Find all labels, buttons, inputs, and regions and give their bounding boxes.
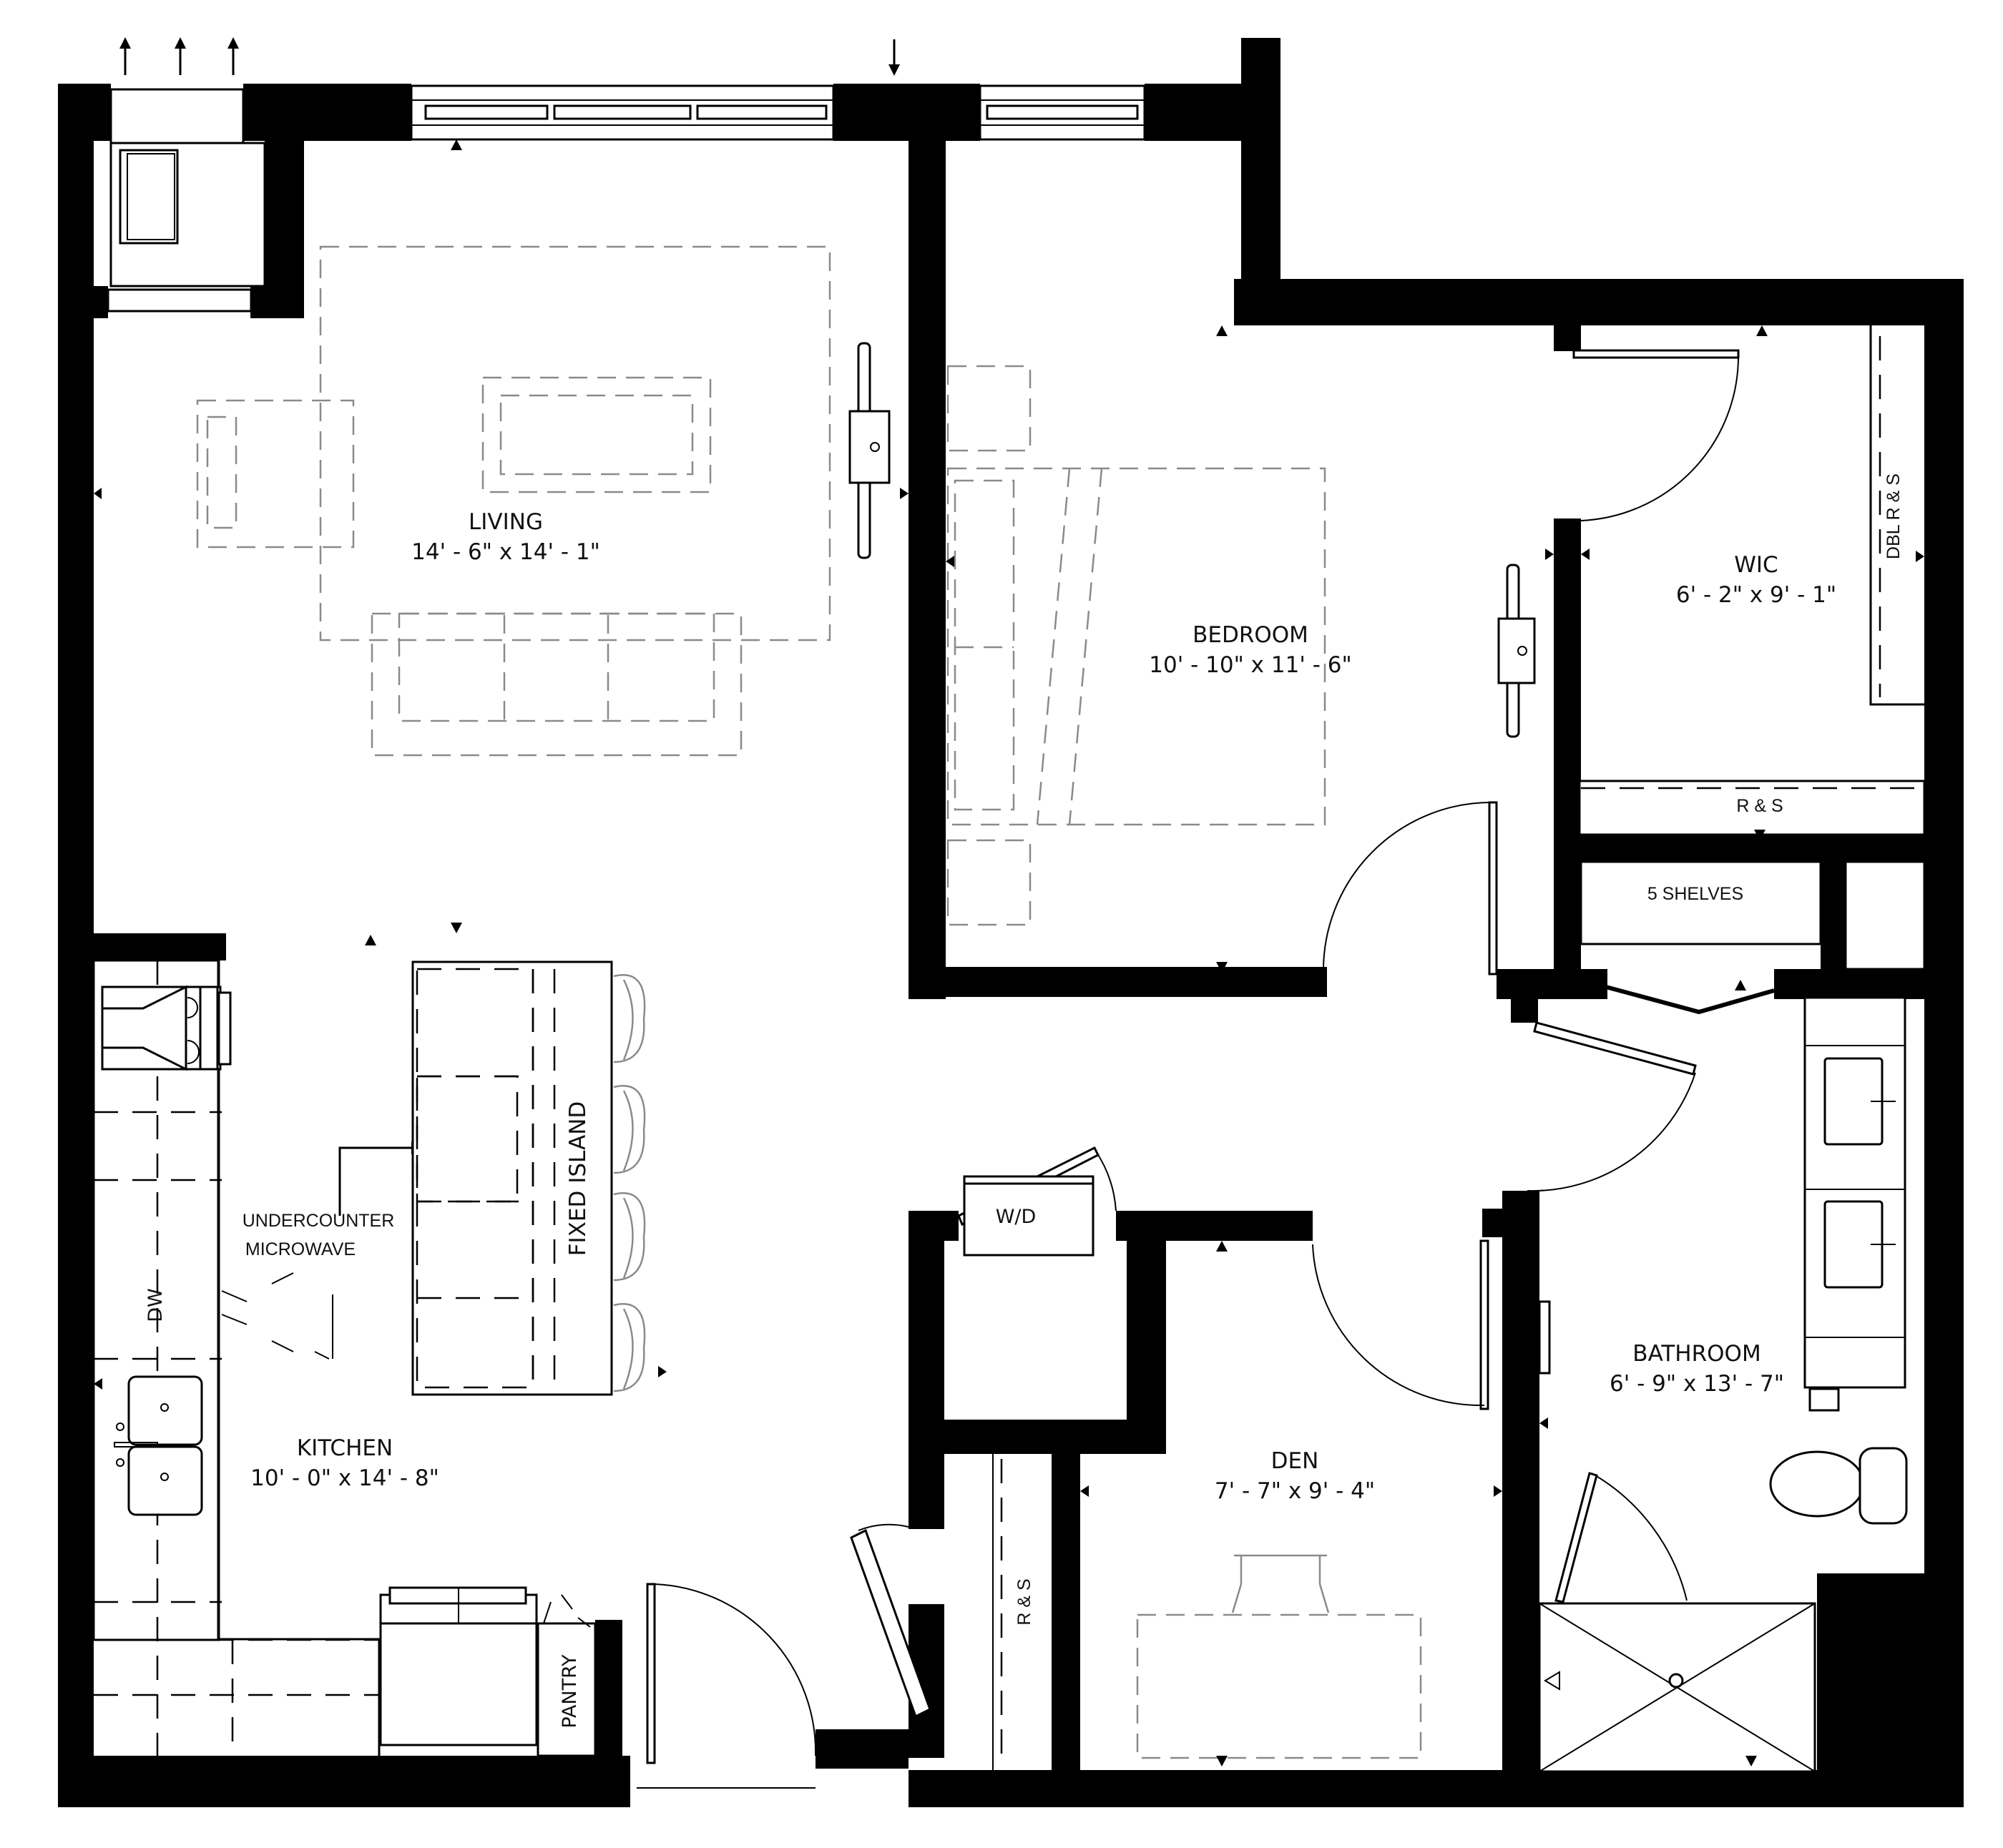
bar-stools xyxy=(613,974,646,1392)
room-label-bedroom: BEDROOM 10' - 10" x 11' - 6" xyxy=(1149,622,1351,678)
entry-door[interactable] xyxy=(637,1583,817,1789)
hall-rs-label: R & S xyxy=(1014,1578,1034,1625)
bedroom-furniture xyxy=(946,365,1326,926)
entry-down-arrow xyxy=(888,39,900,76)
wic-shelving: R & S DBL R & S xyxy=(1578,325,1926,836)
shower xyxy=(1538,1602,1816,1773)
washer-dryer: W/D xyxy=(963,1175,1094,1257)
room-size: 14' - 6" x 14' - 1" xyxy=(411,539,600,565)
fixed-island: FIXED ISLAND xyxy=(411,960,613,1396)
linen-bifold-doors[interactable] xyxy=(1605,985,1775,1015)
room-label-den: DEN 7' - 7" x 9' - 4" xyxy=(1215,1448,1375,1504)
room-size: 7' - 7" x 9' - 4" xyxy=(1215,1478,1375,1504)
fireplace xyxy=(107,88,266,313)
tv-bedroom xyxy=(1497,564,1536,738)
room-label-kitchen: KITCHEN 10' - 0" x 14' - 8" xyxy=(250,1435,439,1491)
shower-door[interactable] xyxy=(1554,1472,1688,1603)
microwave-label-2: MICROWAVE xyxy=(245,1239,356,1259)
room-name: KITCHEN xyxy=(297,1435,393,1461)
interior-walls xyxy=(94,141,1926,1770)
room-name: BATHROOM xyxy=(1632,1341,1760,1367)
wic-door[interactable] xyxy=(1572,349,1740,521)
room-size: 10' - 10" x 11' - 6" xyxy=(1149,652,1351,678)
room-size: 6' - 2" x 9' - 1" xyxy=(1676,582,1836,608)
kitchen-sink xyxy=(114,1375,203,1516)
room-name: WIC xyxy=(1734,552,1778,578)
dishwasher-label: DW xyxy=(145,1288,167,1322)
room-label-bathroom: BATHROOM 6' - 9" x 13' - 7" xyxy=(1610,1341,1784,1397)
bathroom-vanity xyxy=(1803,996,1906,1412)
den-furniture xyxy=(1136,1554,1422,1759)
toilet xyxy=(1769,1447,1908,1525)
fixed-island-label: FIXED ISLAND xyxy=(565,1101,591,1257)
dbl-rs-label: DBL R & S xyxy=(1884,473,1904,559)
bedroom-door[interactable] xyxy=(1322,801,1498,975)
range-oven xyxy=(379,1586,538,1746)
microwave-label-1: UNDERCOUNTER xyxy=(243,1211,395,1231)
windows-top xyxy=(410,84,1146,141)
tv-living xyxy=(848,342,891,559)
room-size: 6' - 9" x 13' - 7" xyxy=(1610,1371,1784,1397)
kitchen-cabinets xyxy=(92,959,381,1756)
hall-closet-door[interactable] xyxy=(850,1523,931,1719)
washer-dryer-label: W/D xyxy=(996,1206,1037,1228)
linen-shelves: 5 SHELVES xyxy=(1580,860,1926,970)
living-furniture xyxy=(196,245,831,757)
dishwasher: DW xyxy=(145,1288,167,1322)
towel-bar xyxy=(1538,1300,1551,1375)
pantry: PANTRY xyxy=(537,1594,597,1757)
room-size: 10' - 0" x 14' - 8" xyxy=(250,1465,439,1491)
room-name: LIVING xyxy=(469,509,543,535)
outlet-markers xyxy=(94,139,1924,1766)
room-name: DEN xyxy=(1271,1448,1319,1474)
room-name: BEDROOM xyxy=(1193,622,1308,648)
pantry-label: PANTRY xyxy=(559,1654,581,1729)
room-label-wic: WIC 6' - 2" x 9' - 1" xyxy=(1676,552,1836,608)
shelves-label: 5 SHELVES xyxy=(1647,884,1743,904)
exterior-walls xyxy=(58,38,1964,1807)
range-hood xyxy=(101,985,232,1071)
undercounter-microwave: UNDERCOUNTER MICROWAVE xyxy=(221,1141,436,1360)
vent-up-arrows xyxy=(119,37,239,75)
wic-rs-label: R & S xyxy=(1736,796,1783,816)
room-label-living: LIVING 14' - 6" x 14' - 1" xyxy=(411,509,600,565)
den-door[interactable] xyxy=(1312,1239,1489,1410)
hall-closet: R & S xyxy=(992,1454,1034,1770)
bathroom-door[interactable] xyxy=(1527,1021,1697,1192)
